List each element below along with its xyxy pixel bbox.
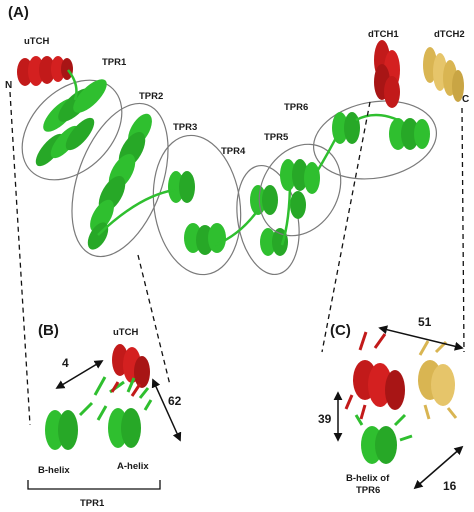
panel-b-utch-label: uTCH: [113, 327, 138, 338]
panel-b-bracket: [27, 480, 161, 490]
tpr3-label: TPR3: [173, 122, 197, 133]
panel-c-arrow-top: [378, 325, 464, 351]
utch-label: uTCH: [24, 36, 49, 47]
utch-helix: [17, 56, 73, 86]
c-terminus-label: C: [462, 94, 469, 105]
tpr4-domain: [236, 164, 300, 276]
zoom-guide-lines: [9, 91, 465, 426]
panel-b-tpr1-label: TPR1: [80, 498, 105, 509]
tpr6-label: TPR6: [284, 102, 308, 113]
panel-c-distance-bottom: 16: [443, 479, 457, 493]
tpr2-label: TPR2: [139, 91, 163, 102]
tpr1-domain: [21, 79, 123, 181]
panel-c-arrow-bottom: [413, 445, 464, 490]
panel-b-bhelix-label: B-helix: [38, 465, 70, 476]
panel-c-label: (C): [330, 322, 351, 339]
tpr1-label: TPR1: [102, 57, 127, 68]
panel-b-distance-long: 62: [168, 394, 182, 408]
backbone-loops: [67, 69, 399, 247]
panel-c-distance-left: 39: [318, 412, 332, 426]
panel-c-bhelix-label-line1: B-helix of: [346, 473, 390, 484]
panel-b-ahelix-label: A-helix: [117, 461, 149, 472]
panel-a-label: (A): [8, 4, 29, 21]
panel-c-bhelix-label-line2: TPR6: [356, 485, 380, 496]
dtch2-label: dTCH2: [434, 29, 465, 40]
dtch1-helix: [374, 40, 400, 108]
tpr6-domain: [312, 100, 438, 180]
tpr3-domain: [152, 134, 242, 276]
tpr4-label: TPR4: [221, 146, 246, 157]
n-terminus-label: N: [5, 80, 12, 91]
panel-c-distance-top: 51: [418, 315, 432, 329]
tpr5-domain: [258, 143, 342, 237]
tpr2-domain: [71, 102, 169, 258]
dtch2-helix: [423, 47, 464, 102]
dtch1-label: dTCH1: [368, 29, 399, 40]
panel-b-structure: [45, 344, 153, 450]
panel-b-arrow-long: [151, 378, 182, 442]
panel-b-distance-short: 4: [62, 356, 69, 370]
tpr5-label: TPR5: [264, 132, 289, 143]
panel-c-structure: [344, 331, 458, 464]
panel-b-arrow-short: [55, 360, 104, 389]
panel-b-label: (B): [38, 322, 59, 339]
